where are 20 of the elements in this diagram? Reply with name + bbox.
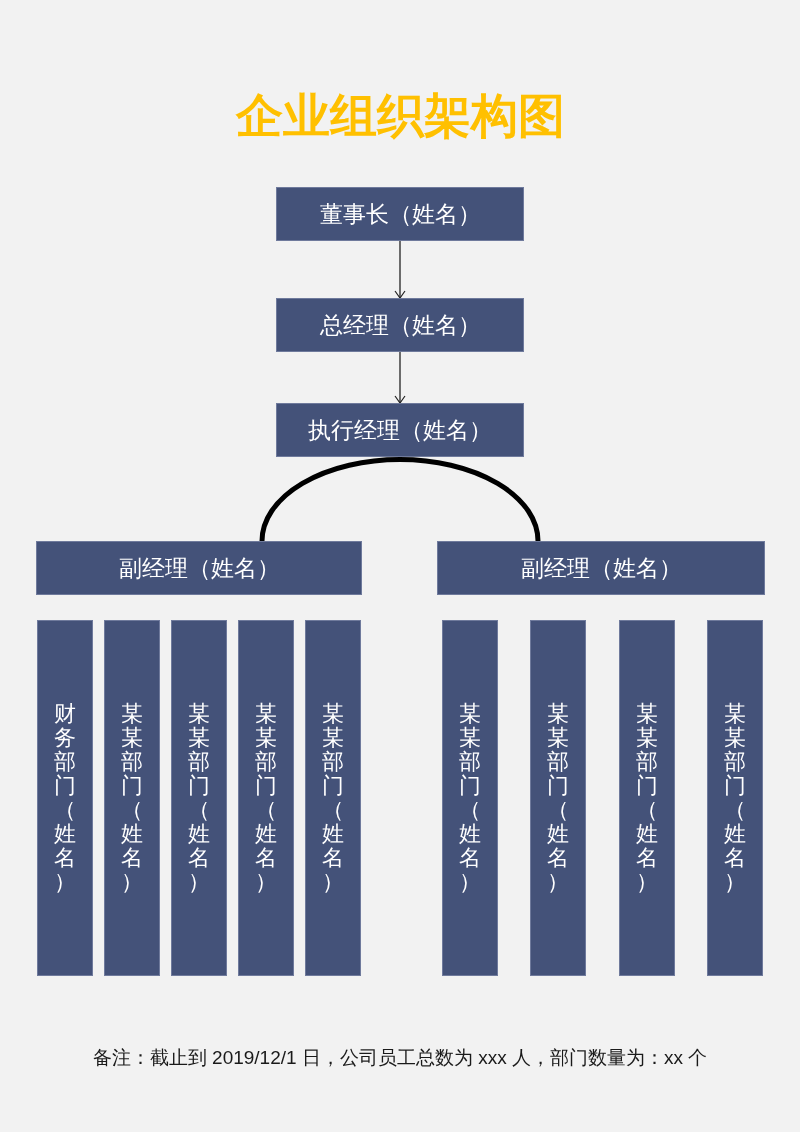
arrow	[394, 351, 406, 404]
note-text: 备注：截止到 2019/12/1 日，公司员工总数为 xxx 人，部门数量为：xx 个	[92, 1046, 708, 1070]
department-box: 某某部门（姓名）	[707, 620, 763, 976]
department-box: 某某部门（姓名）	[530, 620, 586, 976]
position-box: 执行经理（姓名）	[276, 403, 524, 457]
connector-line	[259, 457, 401, 542]
department-box: 某某部门（姓名）	[442, 620, 498, 976]
department-box: 某某部门（姓名）	[305, 620, 361, 976]
department-box: 某某部门（姓名）	[104, 620, 160, 976]
department-box: 某某部门（姓名）	[619, 620, 675, 976]
position-box: 副经理（姓名）	[437, 541, 765, 595]
title: 企业组织架构图	[235, 88, 565, 144]
position-box: 副经理（姓名）	[36, 541, 362, 595]
connector-line	[399, 457, 541, 542]
position-box: 董事长（姓名）	[276, 187, 524, 241]
department-box: 财务部门（姓名）	[37, 620, 93, 976]
position-box: 总经理（姓名）	[276, 298, 524, 352]
arrow	[394, 240, 406, 299]
department-box: 某某部门（姓名）	[238, 620, 294, 976]
department-box: 某某部门（姓名）	[171, 620, 227, 976]
